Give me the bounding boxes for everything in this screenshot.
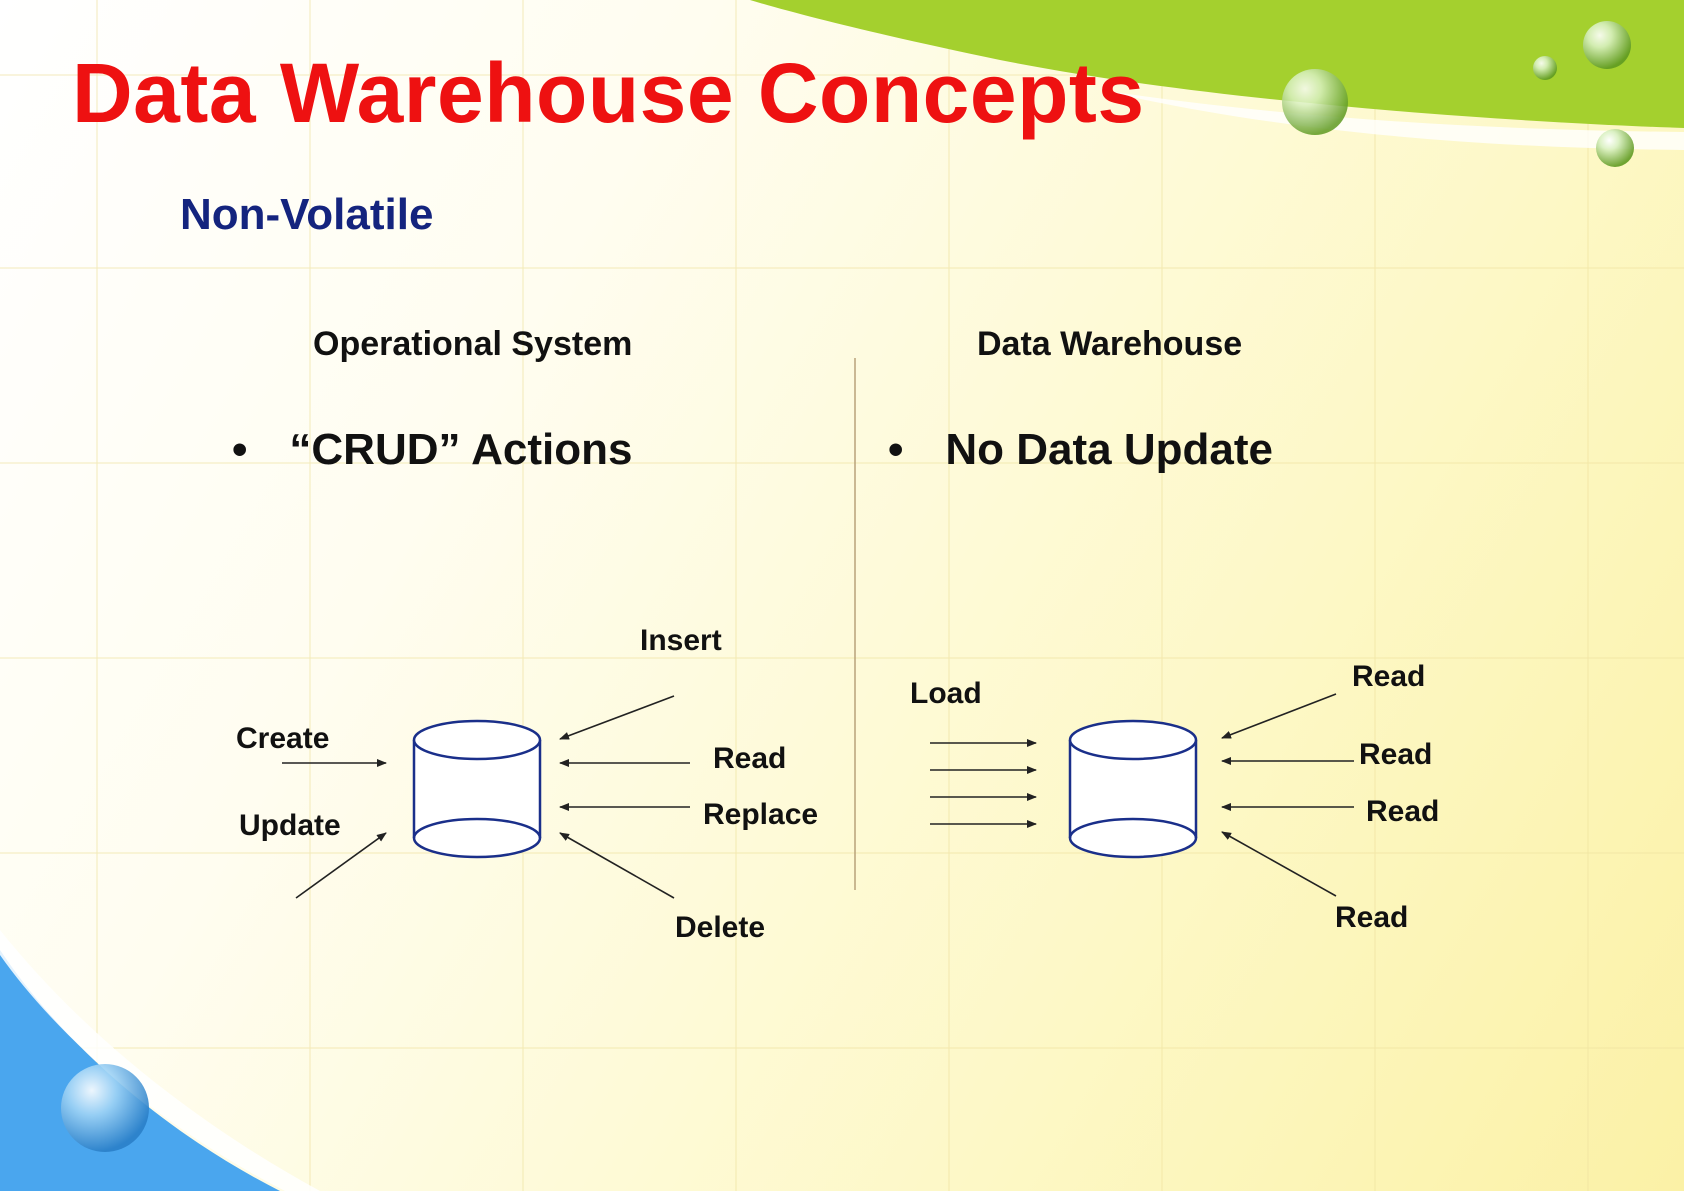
- crud-bullet-text: “CRUD” Actions: [289, 425, 633, 474]
- read-label: Read: [1359, 738, 1433, 771]
- update-label: Update: [239, 809, 341, 842]
- bullet-marker: •: [232, 425, 248, 474]
- operational-database-icon: [412, 719, 542, 859]
- green-swoosh: [750, 0, 1684, 128]
- delete-arrow: [559, 832, 675, 899]
- load-label: Load: [910, 677, 982, 710]
- green-swoosh-highlight: [1100, 90, 1684, 150]
- water-drop: [61, 1064, 149, 1152]
- water-drop: [1533, 56, 1557, 80]
- crud-bullet: • “CRUD” Actions: [232, 425, 632, 475]
- update-arrow: [295, 832, 387, 899]
- slide-subtitle: Non-Volatile: [180, 190, 434, 239]
- operational-system-heading: Operational System: [313, 325, 633, 363]
- replace-label: Replace: [703, 798, 819, 831]
- create-label: Create: [236, 722, 330, 755]
- insert-arrow: [559, 695, 675, 740]
- water-drop: [1596, 129, 1634, 167]
- no-update-bullet: • No Data Update: [888, 425, 1273, 475]
- data-warehouse-heading: Data Warehouse: [977, 325, 1243, 363]
- water-drop: [1583, 21, 1631, 69]
- read-label: Read: [713, 742, 787, 775]
- water-drop: [1282, 69, 1348, 135]
- warehouse-database-icon: [1068, 719, 1198, 859]
- read-arrow: [1221, 693, 1337, 739]
- insert-label: Insert: [640, 624, 722, 657]
- read-label: Read: [1366, 795, 1440, 828]
- no-update-bullet-text: No Data Update: [945, 425, 1273, 474]
- read-label: Read: [1335, 901, 1409, 934]
- bullet-marker: •: [888, 425, 904, 474]
- delete-label: Delete: [675, 911, 766, 944]
- slide-title: Data Warehouse Concepts: [72, 46, 1145, 140]
- read-arrow: [1221, 831, 1337, 897]
- read-label: Read: [1352, 660, 1426, 693]
